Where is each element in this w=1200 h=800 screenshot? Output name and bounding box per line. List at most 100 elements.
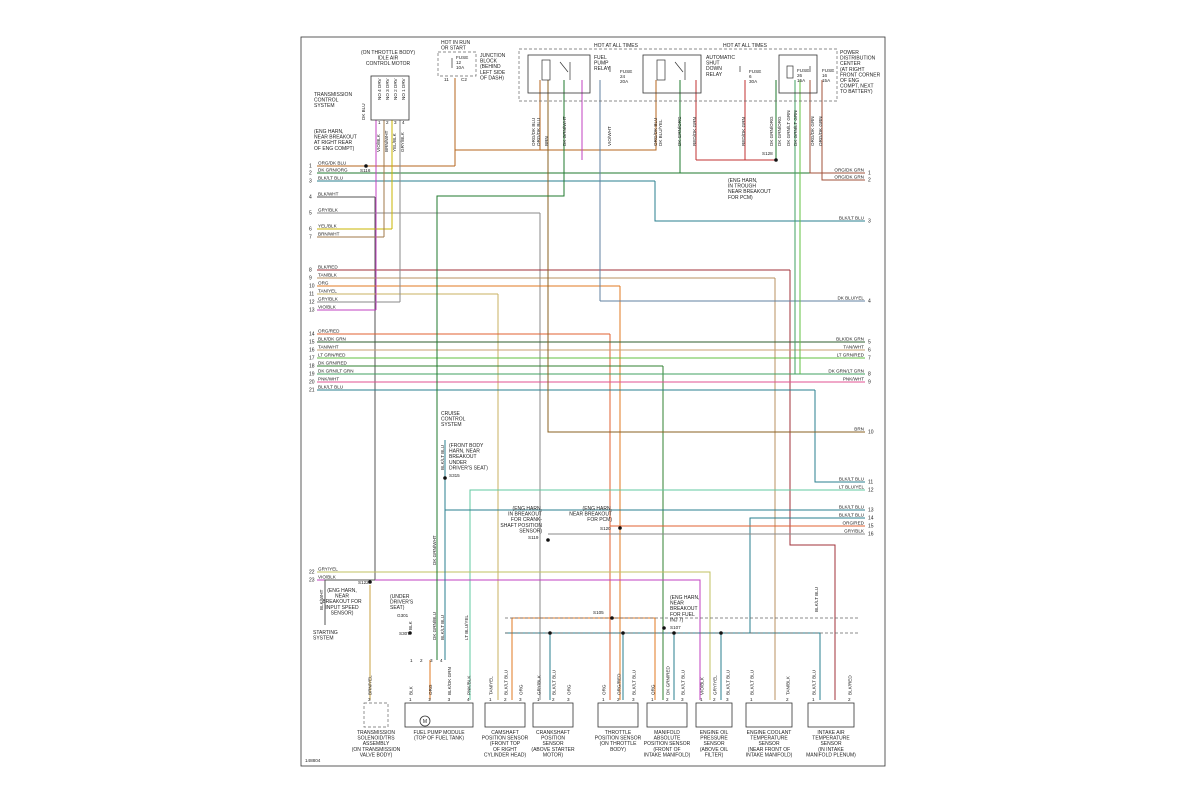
top-wire-1: ORG/DK BLU [531,118,536,146]
component-7-pin-2: 2 [713,697,716,702]
blk-vert-label: BLK [408,620,413,630]
left-wire-3: BLK/LT BLU [318,176,343,181]
top-wire-12: DK GRN/ORG [777,116,782,146]
right-pin-14: 14 [868,516,874,522]
wire-org-dkgrn-2 [821,80,865,181]
component-4-wire-1: GRY/BLK [537,674,542,695]
wire-blk-wht-start [324,579,375,625]
component-box-2 [404,702,474,728]
s128-dot [774,158,778,162]
left-wire-6: YEL/BLK [318,224,338,229]
left-wire-17: LT GRN/RED [318,353,346,358]
s119-label: S119 [528,535,539,540]
left-pin-12: 12 [309,300,315,306]
iac-wire-2: BRN/WHT [384,130,389,152]
fpm-dkgrn-blu: DK GRN/BLU [432,612,437,640]
right-pin-4: 4 [868,299,871,305]
right-pin-1: 1 [868,171,871,177]
wire-blk-ltblu-3b [654,181,865,222]
right-wire-12: LT BLU/YEL [839,485,865,490]
left-pin-16: 16 [309,348,315,354]
right-wire-7: LT GRN/RED [837,353,865,358]
component-box-7 [695,702,733,728]
fpm-ltblu-yel: LT BLU/YEL [464,614,469,640]
left-pin-17: 17 [309,356,315,362]
iac-motor-box [370,75,410,121]
left-pin-2: 2 [309,171,312,177]
left-pin-13: 13 [309,308,315,314]
fpm-pin-top-2: 2 [420,658,423,663]
s107-label: S107 [670,625,681,630]
right-pin-2: 2 [868,178,871,184]
asd-relay-box [642,54,702,94]
component-5-pin-2: 2 [617,697,620,702]
wire-blk-ltblu-14 [749,517,865,633]
iac-num-1: 1 [378,120,381,125]
left-wire-2: DK GRN/ORG [318,168,348,173]
right-wire-15: ORG/RED [843,521,865,526]
component-8-pin-1: 1 [750,697,753,702]
left-pin-20: 20 [309,380,315,386]
wire-org-dkblu-2 [455,80,541,151]
s307-label: S307 [399,631,410,636]
wire-blk-ltblu-21-down [814,390,865,483]
right-wire-6: TAN/WHT [843,345,864,350]
component-6-pin-1: 1 [651,697,654,702]
component-2-wire-3: BLK/DK GRN [447,667,452,695]
c11-label: 11 [444,77,449,82]
component-1-wire-1: BRN/YEL [368,675,373,695]
s119-dot [546,538,550,542]
component-7-wire-3: BLK/LT BLU [726,670,731,695]
s122-dot [368,580,372,584]
wire-layer [317,78,865,700]
left-pin-21: 21 [309,388,315,394]
fpm-pin-top-4: 4 [440,658,443,663]
blk-wht-vert: BLK/WHT [319,589,324,610]
component-9-wire-1: BLK/LT BLU [812,670,817,695]
g301-label: G301 [397,613,409,618]
right-pin-9: 9 [868,380,871,386]
wire-org-dkblu-3 [455,80,657,151]
component-3-pin-1: 1 [489,697,492,702]
right-pin-11: 11 [868,480,873,486]
right-wire-16: GRY/BLK [844,529,865,534]
component-5-pin-3: 3 [632,697,635,702]
blk-ltblu-right: BLK/LT BLU [814,587,819,612]
right-pin-8: 8 [868,372,871,378]
component-2-pin-2: 2 [428,697,431,702]
top-wire-7: DK BLU/YEL [658,119,663,146]
top-wire-4: DK GRN/WHT [562,116,567,146]
bus-dot-2 [621,631,625,635]
top-wire-14: DK GRN/LT GRN [793,110,798,146]
component-box-3 [484,702,526,728]
hot-all-times-2: HOT AT ALL TIMES [723,43,768,49]
component-3-pin-2: 2 [504,697,507,702]
left-pin-22: 22 [309,570,315,576]
component-7-wire-1: VIO/BLK [700,676,705,695]
left-wire-7: BRN/WHT [318,232,340,237]
bus-dot-3 [672,631,676,635]
left-pin-14: 14 [309,332,315,338]
component-3-pin-3: 3 [519,697,522,702]
component-5-pin-1: 1 [602,697,605,702]
dk-blu-label: DK BLU [361,103,366,120]
hot-all-times-1: HOT AT ALL TIMES [594,43,639,49]
component-6-wire-2: DK GRN/RED [666,665,671,695]
iac-wire-4: GRY/BLK [400,131,405,152]
component-8-wire-1: BLK/LT BLU [750,670,755,695]
left-wire-16: TAN/WHT [318,345,339,350]
left-wire-9: TAN/BLK [318,273,338,278]
